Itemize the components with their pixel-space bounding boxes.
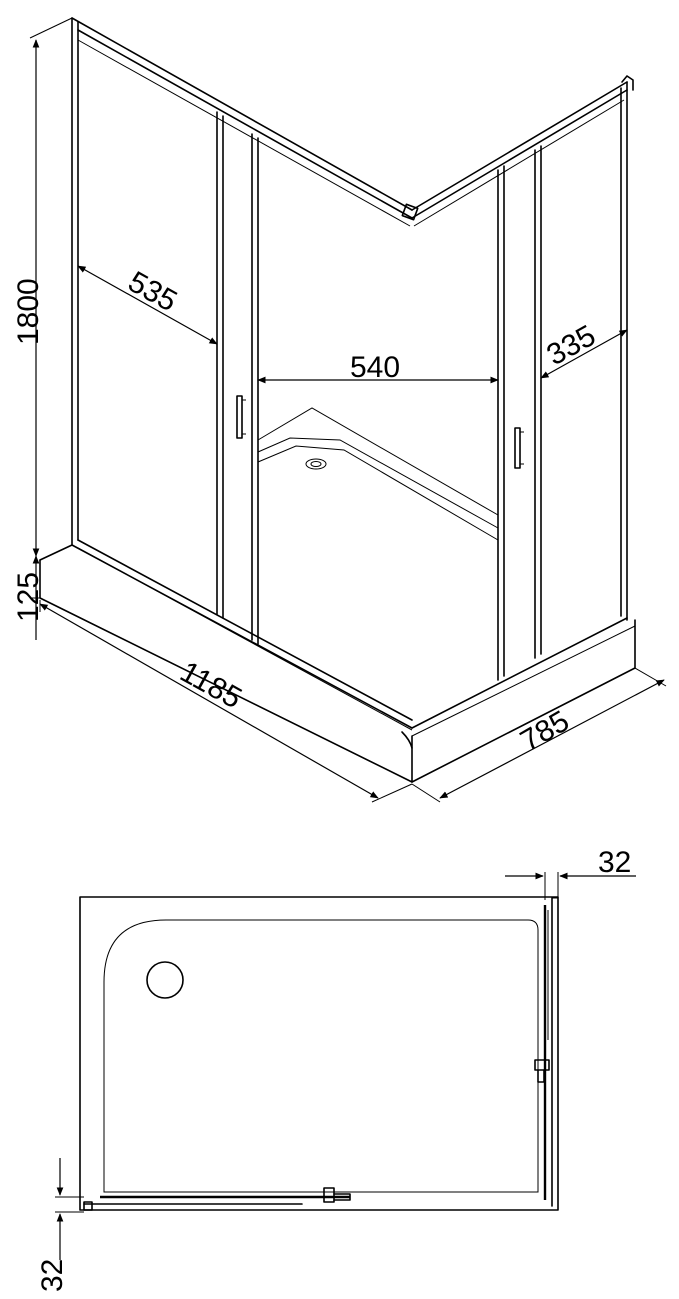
drain-outlet bbox=[305, 458, 327, 470]
left-door-handle bbox=[236, 395, 243, 439]
dim-540-label: 540 bbox=[350, 351, 400, 384]
dim-height-1800: 1800 bbox=[12, 17, 73, 557]
dim-785-label: 785 bbox=[515, 704, 575, 758]
dim-door-540: 540 bbox=[257, 351, 499, 384]
dim-profile-bottom-32: 32 bbox=[36, 1158, 84, 1292]
dim-125-label: 125 bbox=[12, 572, 45, 622]
dim-profile-top-32: 32 bbox=[505, 846, 636, 900]
plan-view: 32 32 bbox=[36, 846, 636, 1292]
dim-335-label: 335 bbox=[541, 319, 601, 372]
isometric-view: 1800 125 1185 785 535 bbox=[12, 17, 667, 803]
dim-width-785: 785 bbox=[411, 667, 667, 803]
dim-535-label: 535 bbox=[123, 265, 183, 318]
dim-length-1185: 1185 bbox=[39, 600, 413, 803]
plan-tray-outline bbox=[79, 896, 559, 1211]
plan-right-profile bbox=[534, 897, 558, 1207]
plan-tray-inner bbox=[103, 919, 539, 1193]
dim-1800-label: 1800 bbox=[12, 278, 45, 345]
dim-1185-label: 1185 bbox=[175, 655, 247, 715]
tray-inner bbox=[257, 407, 499, 541]
plan-bottom-profile bbox=[83, 1187, 351, 1211]
dim-left-panel-535: 535 bbox=[77, 265, 218, 345]
dim-32-top-label: 32 bbox=[598, 846, 631, 879]
plan-drain bbox=[146, 961, 184, 999]
right-door-handle bbox=[514, 427, 521, 469]
dim-32-bottom-label: 32 bbox=[36, 1259, 69, 1292]
dim-right-panel-335: 335 bbox=[540, 319, 628, 379]
door-handles bbox=[236, 395, 524, 469]
right-wall-frame bbox=[401, 75, 636, 737]
